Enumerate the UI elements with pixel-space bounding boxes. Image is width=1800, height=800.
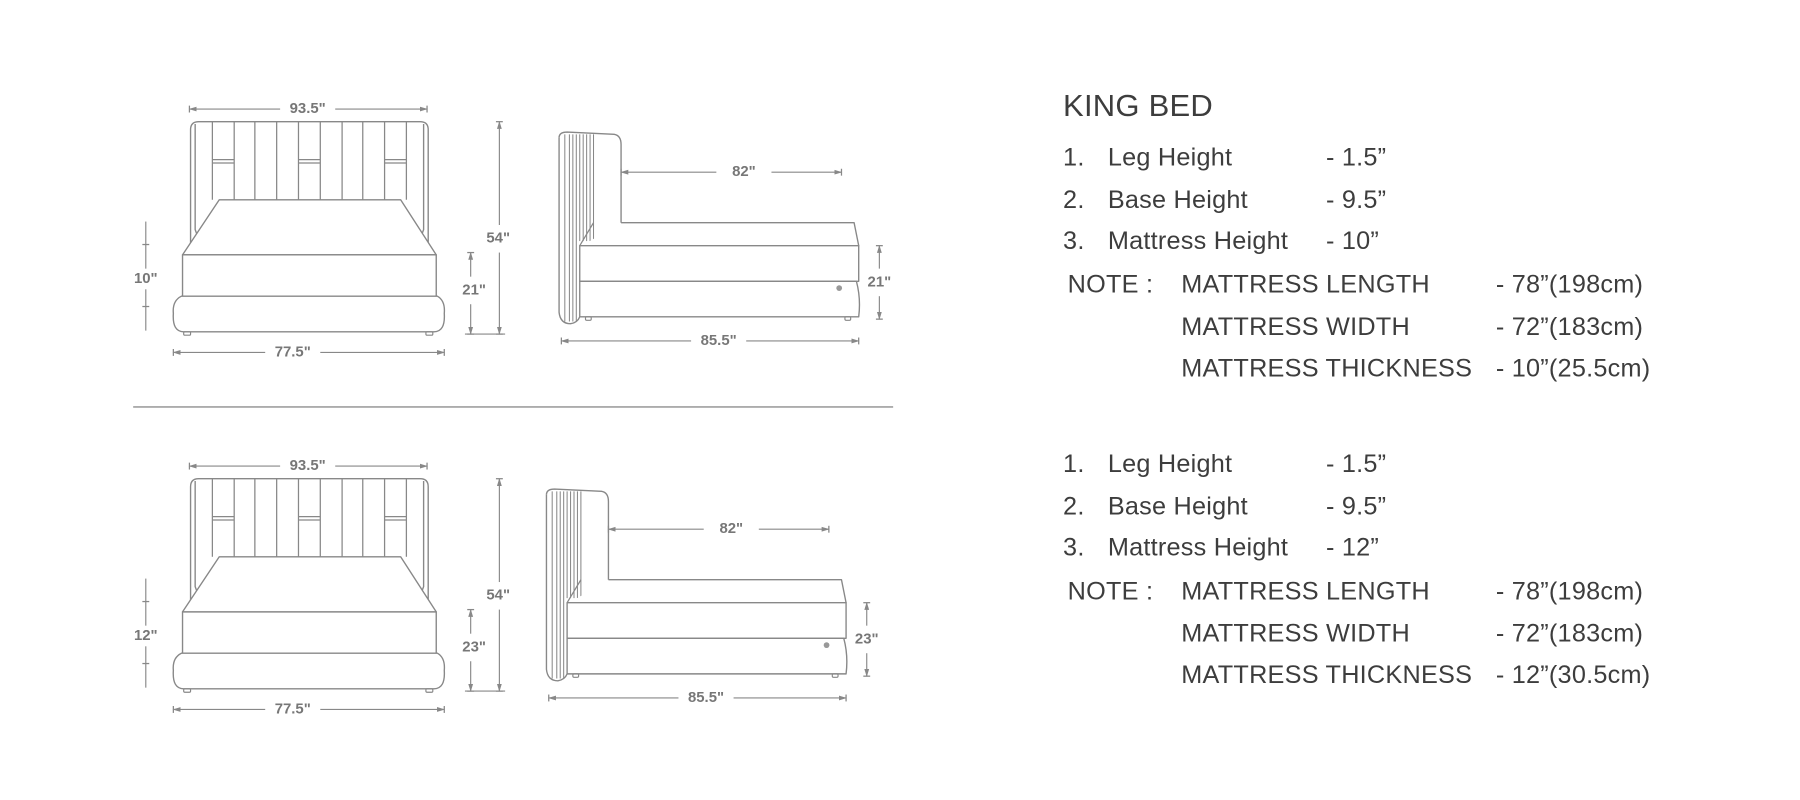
total-height-label: 54" — [486, 587, 510, 604]
note-row-value: - 72”(183cm) — [1495, 618, 1644, 647]
spec-item-value: - 9.5” — [1325, 184, 1387, 213]
mattress-height-label: 10" — [134, 270, 158, 287]
side-headboard-edge — [579, 222, 595, 246]
side-base — [579, 280, 861, 318]
mattress-top — [181, 199, 437, 256]
headboard-width-label: 93.5" — [290, 100, 326, 117]
spec-item-number: 3. — [1063, 226, 1085, 255]
note-row-value: - 78”(198cm) — [1495, 576, 1644, 605]
total-length-label: 85.5" — [701, 332, 737, 349]
bed-base — [172, 295, 446, 333]
note-row-label: MATTRESS WIDTH — [1181, 311, 1410, 341]
spec-item-label: Leg Height — [1107, 448, 1233, 478]
spec-title: KING BED — [1063, 88, 1214, 123]
label-background — [129, 625, 162, 647]
total-height-label: 54" — [486, 230, 510, 247]
note-label: NOTE : — [1067, 576, 1154, 605]
bed-leg — [584, 316, 592, 321]
bed-base — [172, 652, 446, 690]
headboard — [189, 478, 429, 654]
side-headboard — [558, 131, 622, 223]
side-mattress — [566, 602, 847, 639]
spec-item-number: 3. — [1063, 532, 1085, 562]
bed-leg — [183, 688, 192, 693]
side-mattress-top — [582, 222, 860, 247]
section-divider — [133, 406, 894, 408]
total-length-label: 85.5" — [688, 689, 724, 706]
side-headboard — [545, 494, 568, 682]
mattress-top — [181, 556, 437, 613]
inner-length-label: 82" — [719, 520, 743, 537]
note-row-label: MATTRESS THICKNESS — [1181, 660, 1473, 689]
drawer-knob — [823, 642, 830, 649]
headboard-width-label: 93.5" — [290, 457, 326, 474]
label-background — [129, 268, 162, 290]
side-base-height-label: 21" — [868, 273, 892, 290]
note-row-value: - 78”(198cm) — [1495, 269, 1644, 299]
spec-item-label: Leg Height — [1107, 142, 1233, 172]
spec-item-label: Mattress Height — [1107, 532, 1289, 562]
spec-item-label: Base Height — [1107, 184, 1248, 213]
spec-item-value: - 1.5” — [1325, 448, 1387, 478]
spec-item-value: - 10” — [1325, 226, 1380, 255]
note-row-label: MATTRESS LENGTH — [1181, 269, 1430, 299]
drawer-knob — [836, 285, 843, 292]
base-height-label: 23" — [462, 638, 486, 655]
bed-leg — [844, 316, 852, 321]
mattress-height-label: 12" — [134, 627, 158, 644]
bed-leg — [183, 331, 192, 336]
bed-leg — [425, 331, 434, 336]
base-height-label: 21" — [462, 281, 486, 298]
side-mattress — [579, 244, 860, 282]
spec-item-number: 2. — [1063, 184, 1085, 213]
side-headboard-edge — [566, 579, 582, 604]
spec-item-value: - 12” — [1325, 532, 1380, 562]
spec-item-value: - 1.5” — [1325, 142, 1387, 172]
side-headboard — [545, 488, 610, 580]
note-label: NOTE : — [1067, 269, 1154, 299]
base-width-label: 77.5" — [275, 700, 311, 717]
note-row-value: - 12”(30.5cm) — [1495, 660, 1651, 689]
note-row-label: MATTRESS THICKNESS — [1181, 353, 1473, 383]
mattress-front — [181, 611, 437, 654]
spec-item-value: - 9.5” — [1325, 490, 1387, 520]
mattress-front — [181, 254, 437, 297]
note-row-value: - 72”(183cm) — [1495, 311, 1644, 341]
spec-item-label: Base Height — [1107, 490, 1248, 520]
side-headboard — [558, 137, 581, 325]
side-base — [566, 637, 848, 675]
spec-item-number: 2. — [1063, 490, 1085, 520]
side-mattress-top — [569, 579, 847, 604]
side-base-height-label: 23" — [855, 630, 879, 647]
headboard — [189, 120, 429, 297]
bed-leg — [831, 673, 839, 678]
note-row-label: MATTRESS LENGTH — [1181, 576, 1430, 605]
note-row-label: MATTRESS WIDTH — [1181, 618, 1410, 647]
spec-item-number: 1. — [1063, 448, 1085, 478]
bed-leg — [425, 688, 434, 693]
bed-leg — [572, 673, 580, 678]
spec-item-number: 1. — [1063, 142, 1085, 172]
note-row-value: - 10”(25.5cm) — [1495, 353, 1651, 383]
spec-item-label: Mattress Height — [1107, 226, 1289, 255]
base-width-label: 77.5" — [275, 343, 311, 360]
inner-length-label: 82" — [732, 163, 756, 180]
